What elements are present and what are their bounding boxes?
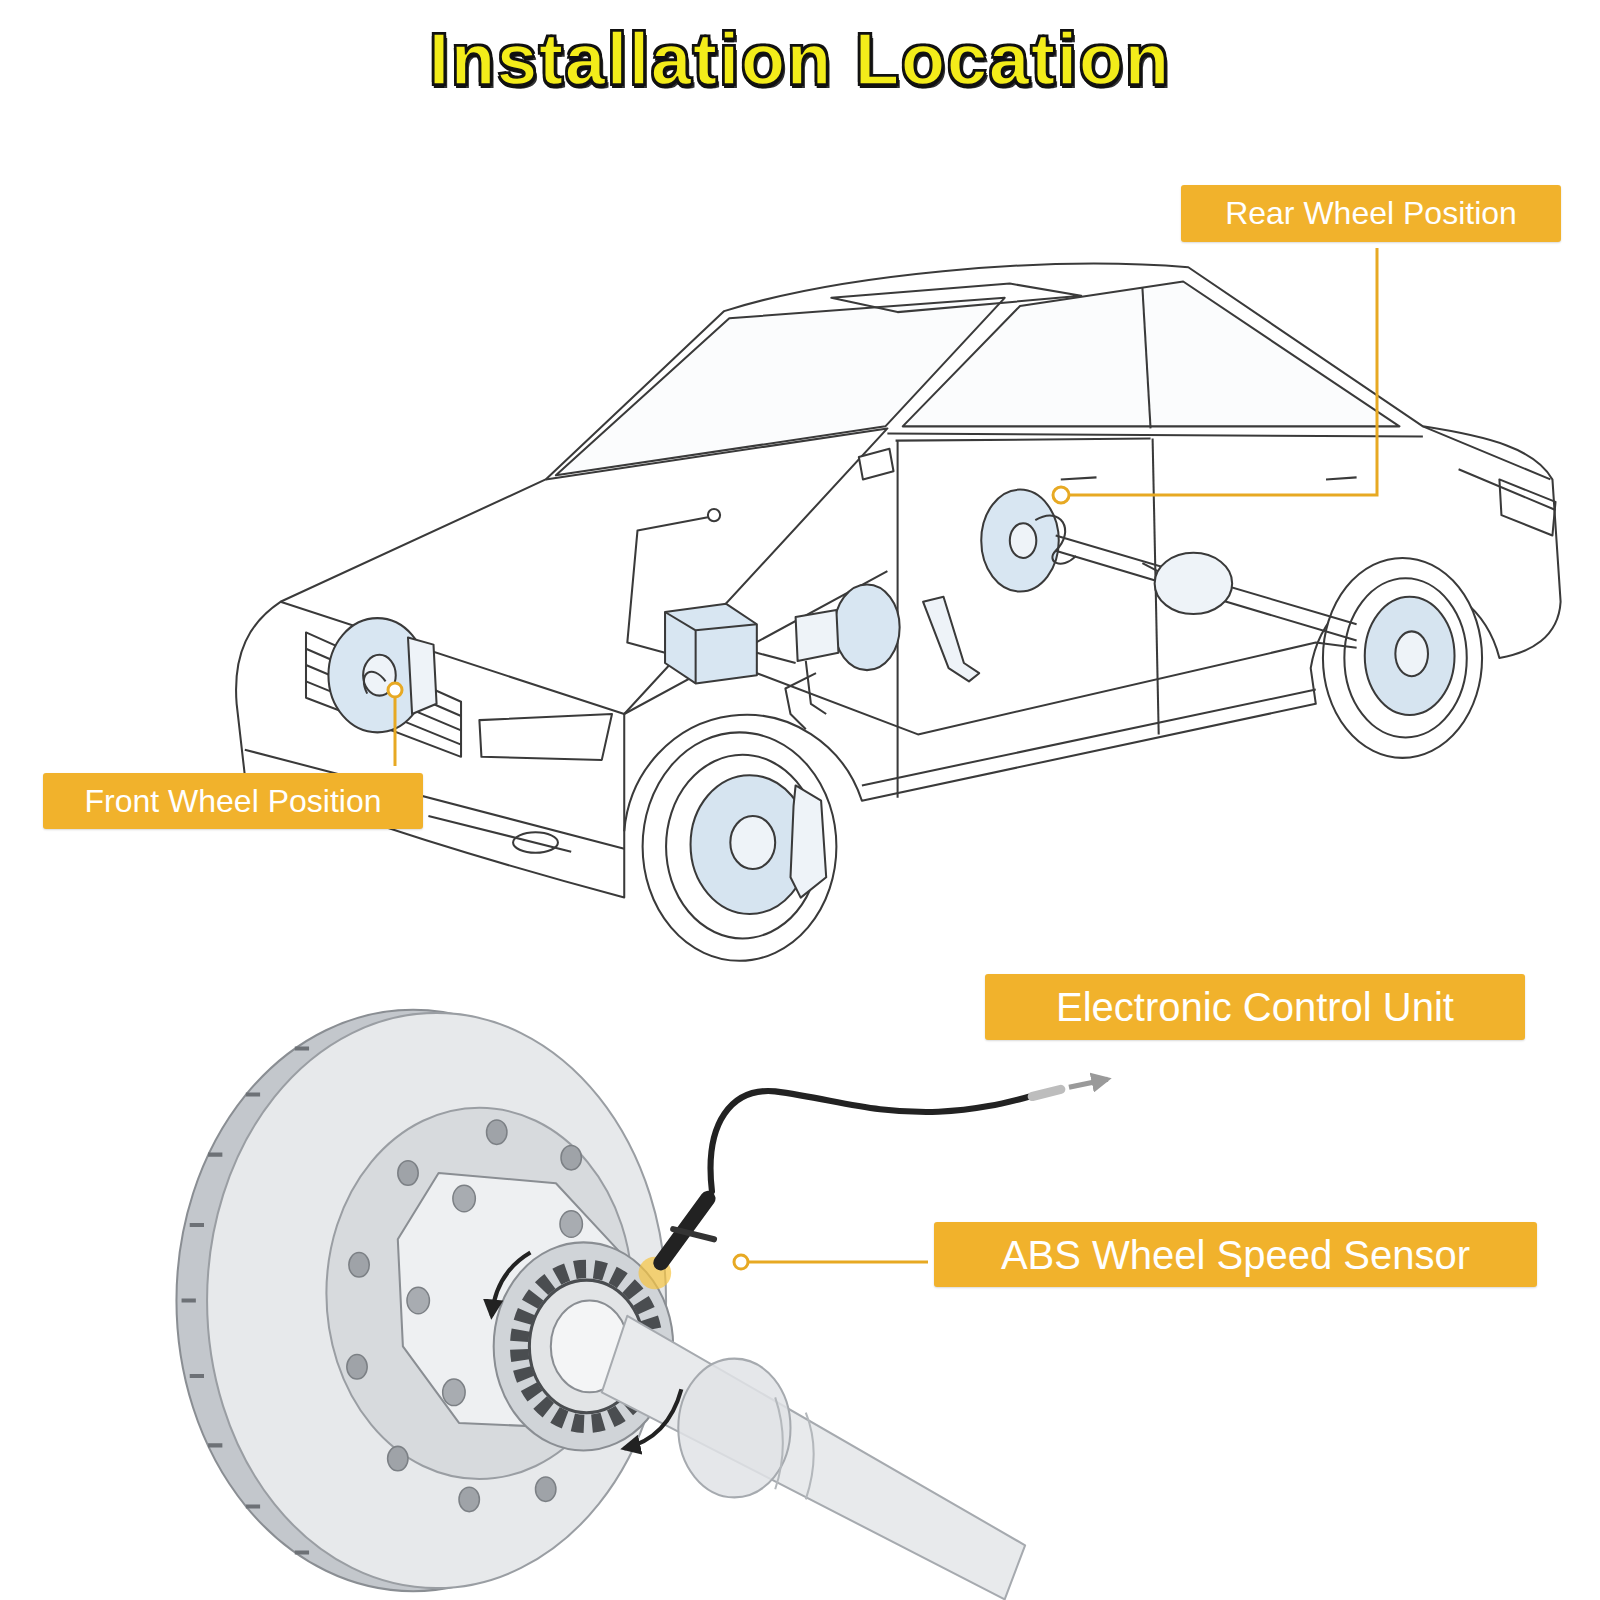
- sensor-connector: [708, 509, 720, 521]
- rear-axle: [1056, 536, 1357, 641]
- hub: [730, 816, 775, 869]
- label-text: ABS Wheel Speed Sensor: [1001, 1232, 1470, 1278]
- leader-line: [1068, 248, 1377, 495]
- front-door: [896, 439, 1151, 798]
- brake-pedal: [923, 597, 979, 682]
- lug-holes: [443, 1379, 465, 1406]
- belt-line: [887, 434, 1423, 437]
- fog-light: [513, 832, 558, 852]
- rotation-arrow: [624, 1389, 681, 1448]
- cv-boot-ribs: [775, 1397, 813, 1499]
- tire: [643, 732, 837, 960]
- rotor-holes: [349, 1253, 369, 1277]
- car-body: [236, 264, 1561, 898]
- rotation-arrow: [492, 1253, 531, 1316]
- tire: [1323, 558, 1482, 758]
- wiring: [627, 517, 708, 653]
- label-text: Electronic Control Unit: [1056, 984, 1454, 1030]
- rotor-holes: [487, 1120, 507, 1144]
- trunk: [1423, 426, 1556, 510]
- title: Installation Location: [0, 18, 1600, 100]
- rotor-holes: [347, 1355, 367, 1379]
- rotor-face: [207, 1013, 666, 1588]
- rim: [1344, 578, 1466, 737]
- b-pillar: [1142, 288, 1150, 429]
- ecu-arrow: [1069, 1079, 1108, 1087]
- mirror: [859, 449, 894, 480]
- tail-light: [1499, 479, 1555, 535]
- callout-label: ABS Wheel Speed Sensor: [934, 1222, 1537, 1287]
- rotor-holes: [388, 1446, 408, 1470]
- sensor-bracket: [673, 1229, 714, 1239]
- brake-disc: [981, 490, 1059, 592]
- callout-label: Front Wheel Position: [43, 773, 423, 829]
- leader-line: [394, 697, 397, 766]
- lug-holes: [407, 1287, 429, 1314]
- side-windows: [903, 282, 1400, 427]
- door-handle: [1061, 477, 1357, 479]
- lug-holes: [453, 1185, 475, 1212]
- cv-boot: [678, 1359, 790, 1498]
- rotor-holes: [561, 1145, 581, 1169]
- cable-plug: [1032, 1089, 1061, 1096]
- sill: [862, 690, 1316, 786]
- headlight: [479, 714, 612, 760]
- label-text: Rear Wheel Position: [1225, 195, 1517, 232]
- sensor-wire: [364, 672, 386, 694]
- rotor-drawing: [176, 1010, 1107, 1600]
- differential: [1155, 553, 1233, 614]
- drive-shaft: [1142, 563, 1157, 571]
- callout-label: Rear Wheel Position: [1181, 185, 1561, 242]
- wiring: [757, 653, 796, 663]
- leader-dot: [388, 683, 402, 697]
- sensor-cable: [711, 1091, 1031, 1191]
- abs-module: [665, 604, 757, 684]
- rotor-holes: [459, 1487, 479, 1511]
- abs-module: [665, 612, 757, 683]
- callout-label: Electronic Control Unit: [985, 974, 1525, 1040]
- wiring: [757, 643, 1357, 735]
- lug-holes: [560, 1211, 582, 1238]
- brake-line: [785, 661, 826, 729]
- windshield: [556, 298, 1005, 475]
- hub: [1010, 523, 1037, 558]
- master-cylinder: [796, 610, 839, 661]
- leader-line: [748, 1261, 928, 1264]
- brake-caliper: [791, 785, 827, 897]
- car-drawing: [236, 264, 1561, 961]
- rotor-holes: [398, 1161, 418, 1185]
- brake-disc: [1365, 597, 1455, 715]
- brake-booster: [834, 584, 899, 670]
- brake-caliper: [408, 638, 437, 715]
- rotor-holes: [536, 1477, 556, 1501]
- leader-dot: [734, 1255, 748, 1269]
- label-text: Front Wheel Position: [84, 783, 381, 820]
- axle-shaft: [602, 1316, 1025, 1600]
- leader-dot: [1053, 487, 1069, 503]
- hub: [1395, 631, 1428, 676]
